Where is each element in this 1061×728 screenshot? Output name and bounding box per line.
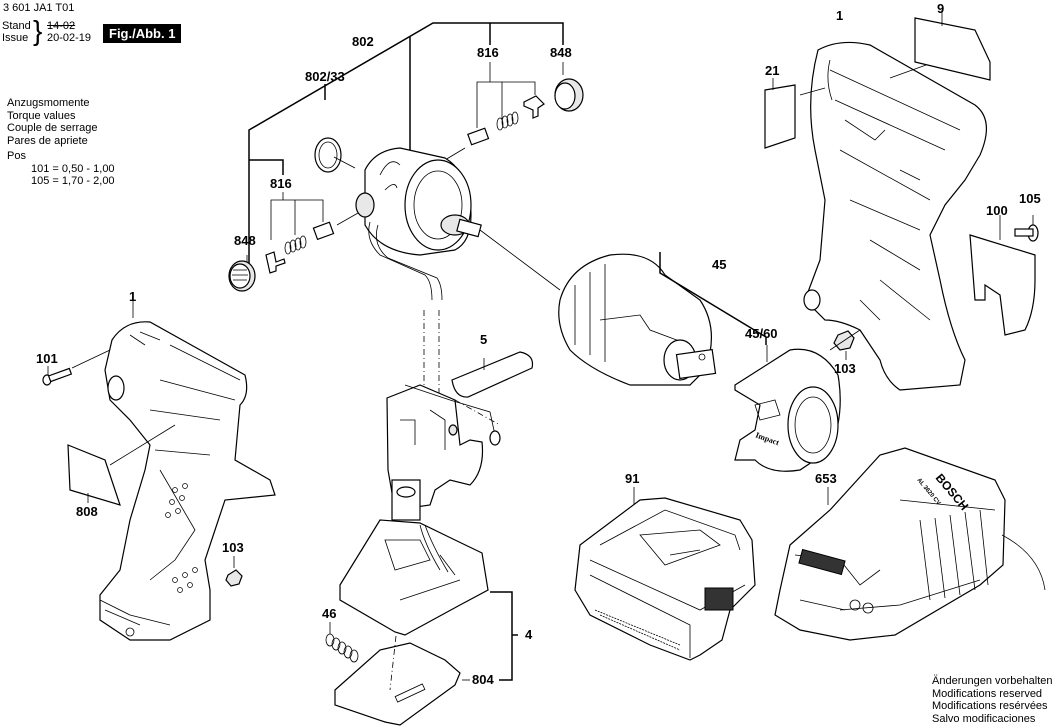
torque-pos: 101 (31, 162, 50, 175)
part-label-802: 802 (352, 34, 374, 49)
spring-46 (325, 633, 359, 663)
issue-value: 20-02-19 (47, 32, 92, 44)
torque-title-es: Pares de apriete (7, 134, 88, 147)
charger-653 (774, 447, 1046, 641)
part-label-105: 105 (1019, 191, 1041, 206)
impact-mechanism-45 (558, 253, 717, 386)
part-label-1-left: 1 (129, 289, 137, 304)
direction-slider-5 (451, 351, 534, 398)
torque-min: 1,70 (61, 175, 84, 187)
pos-label: Pos (7, 150, 26, 162)
label-sticker-808 (67, 444, 121, 506)
part-label-848-top: 848 (550, 45, 572, 60)
torque-dash: - (86, 162, 91, 175)
brush-holder-top (523, 95, 545, 119)
carbon-brush-top (467, 127, 490, 146)
label-sticker-9 (914, 17, 991, 81)
part-label-653: 653 (815, 471, 837, 486)
part-label-101: 101 (36, 351, 58, 366)
part-label-804: 804 (472, 672, 494, 687)
label-sticker-21 (764, 84, 796, 149)
screw-105 (1014, 224, 1039, 242)
brace-icon: } (33, 15, 43, 46)
motor-802 (355, 147, 561, 301)
part-label-9: 9 (937, 1, 945, 16)
carbon-brush-left (312, 221, 335, 241)
part-label-848-left: 848 (234, 233, 256, 248)
torque-eq: = (52, 175, 59, 187)
note-en: Modifications reserved (932, 687, 1043, 700)
leader-802-group (248, 22, 564, 268)
torque-eq: = (52, 162, 59, 175)
torque-row: 105 = 1,70 - 2,00 (31, 175, 115, 188)
issue-label: Issue (2, 32, 29, 44)
electronics-module-4 (339, 519, 489, 636)
nut-103-left (225, 569, 243, 587)
note-fr: Modifications resérvées (932, 700, 1048, 712)
document-number: 3 601 JA1 T01 (3, 2, 75, 14)
part-label-45: 45 (712, 257, 727, 272)
torque-title-de: Anzugsmomente (7, 97, 90, 109)
part-label-103-left: 103 (222, 540, 244, 555)
part-label-46: 46 (322, 606, 337, 621)
torque-row: 101 = 0,50 - 1,00 (31, 163, 115, 176)
screw-101 (42, 367, 73, 386)
figure-badge: Fig./Abb. 1 (103, 24, 182, 43)
stand-value: 14-02 (47, 20, 76, 32)
spring-left (284, 235, 307, 255)
battery-cover-804 (334, 642, 461, 726)
switch-unit (386, 384, 501, 521)
housing-half-right (803, 41, 987, 391)
torque-min: 0,50 (61, 162, 84, 175)
note-es: Salvo modificaciones (932, 712, 1036, 725)
stand-label: Stand (2, 20, 31, 32)
torque-title-fr: Couple de serrage (7, 122, 98, 134)
part-label-816-top: 816 (477, 45, 499, 60)
housing-half-left (99, 321, 276, 641)
battery-pack-91 (574, 497, 756, 661)
part-label-802-33: 802/33 (305, 69, 345, 84)
part-label-4: 4 (525, 627, 533, 642)
end-cap-848-left (228, 260, 256, 292)
note-de: Änderungen vorbehalten (932, 675, 1053, 687)
leader-816-left (246, 192, 324, 263)
torque-pos: 105 (31, 175, 50, 187)
part-label-5: 5 (480, 332, 488, 347)
leader-816-top (476, 62, 564, 128)
part-label-1-right: 1 (836, 8, 844, 23)
part-label-45-60: 45/60 (745, 326, 778, 341)
torque-max: 1,00 (93, 162, 115, 175)
end-cap-848-top (554, 78, 584, 112)
torque-title-en: Torque values (7, 109, 76, 122)
modifications-note: Änderungen vorbehalten Modifications res… (932, 675, 1052, 725)
part-label-103-right: 103 (834, 361, 856, 376)
part-label-100: 100 (986, 203, 1008, 218)
impact-cap-45-60 (734, 348, 841, 472)
torque-dash: - (86, 175, 91, 187)
part-label-91: 91 (625, 471, 640, 486)
torque-max: 2,00 (93, 175, 115, 187)
belt-clip-100 (969, 234, 1036, 336)
part-label-808: 808 (76, 504, 98, 519)
brush-holder-left (265, 251, 286, 274)
spring-top (496, 111, 519, 131)
part-label-816-left: 816 (270, 176, 292, 191)
torque-values-block: Anzugsmomente Torque values Couple de se… (7, 97, 115, 188)
part-label-21: 21 (765, 63, 780, 78)
